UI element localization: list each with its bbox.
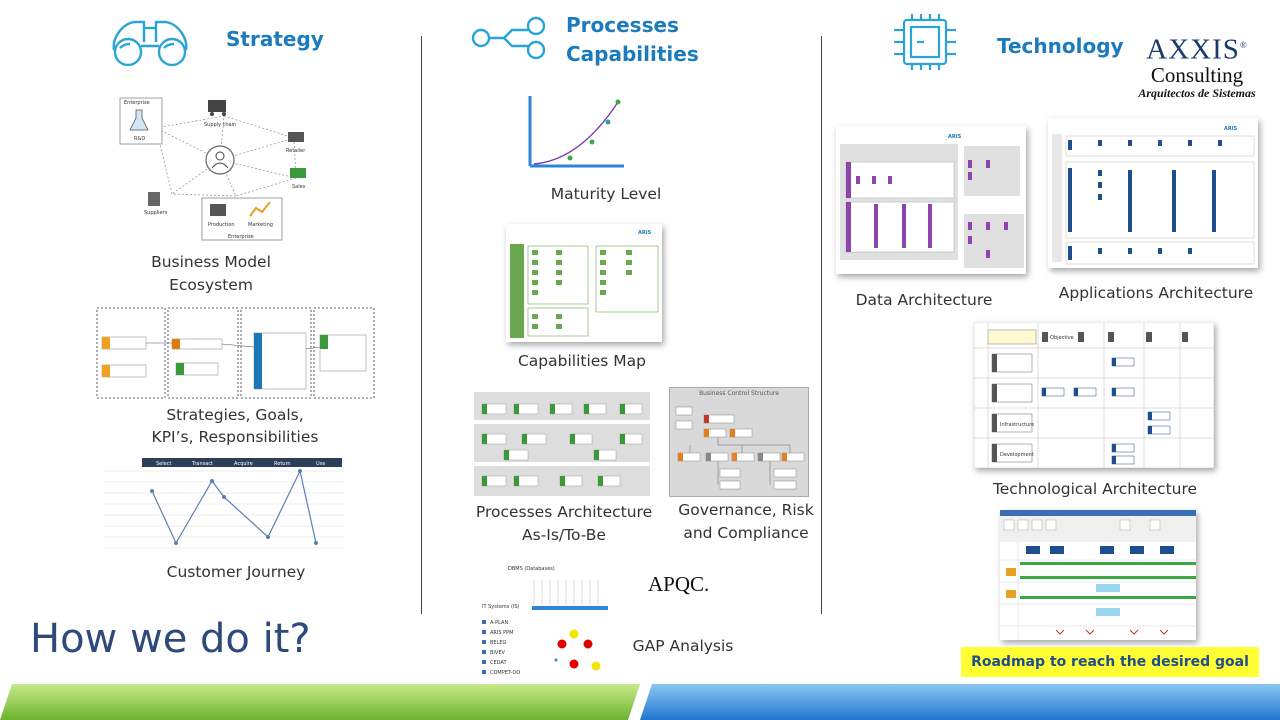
tech-arch-development: Development [1000, 452, 1034, 458]
customer-journey-caption: Customer Journey [166, 563, 306, 581]
ecosystem-label-marketing: Marketing [248, 222, 273, 228]
strategy-title: Strategy [226, 27, 324, 51]
technology-title: Technology [997, 34, 1124, 58]
applications-architecture-thumbnail: ARIS [1048, 118, 1258, 268]
ecosystem-label-sales: Sales [292, 184, 306, 190]
ecosystem-label-rd: R&D [134, 136, 145, 142]
data-architecture-thumbnail: ARIS [836, 126, 1026, 274]
journey-stage-1: Transact [191, 461, 213, 467]
page-headline: How we do it? [30, 616, 311, 662]
ecosystem-label-enterprise: Enterprise [124, 100, 150, 106]
tech-arch-objective: Objective [1050, 335, 1074, 341]
column-divider-left [421, 36, 422, 614]
journey-stages-bar [142, 458, 342, 467]
gap-row-5: COMPET-OO [490, 670, 520, 676]
journey-stage-0: Select [156, 461, 171, 467]
processes-title-line2: Capabilities [566, 42, 699, 66]
maturity-level-caption: Maturity Level [550, 185, 662, 203]
roadmap-thumbnail [1000, 510, 1196, 640]
governance-thumb-title: Business Control Structure [699, 390, 779, 397]
data-arch-aris-logo: ARIS [948, 134, 962, 140]
column-divider-right [821, 36, 822, 614]
ecosystem-label-suppliers: Suppliers [144, 210, 168, 216]
processes-architecture-thumbnail [474, 392, 650, 496]
apps-arch-aris-logo: ARIS [1224, 126, 1238, 132]
ecosystem-label-supply-chain: Supply chain [204, 122, 236, 128]
maturity-level-graphic [528, 96, 624, 168]
processes-title-line1: Processes [566, 13, 679, 37]
data-architecture-caption: Data Architecture [855, 291, 993, 309]
logo-registered: ® [1239, 40, 1248, 50]
applications-architecture-caption: Applications Architecture [1058, 284, 1254, 302]
tech-arch-infrastructure: Infrastructure [1000, 422, 1034, 428]
roadmap-label: Roadmap to reach the desired goal [961, 647, 1259, 677]
apqc-logo: APQC. [648, 572, 710, 596]
gap-row-3: BIVEV [490, 650, 505, 656]
logo-line2: Consulting [1150, 62, 1244, 87]
business-model-ecosystem-diagram: Enterprise R&D Supply chain Retailer Sal… [119, 97, 306, 241]
business-model-caption-line2: Ecosystem [169, 276, 253, 294]
ecosystem-label-production: Production [208, 222, 235, 228]
capabilities-aris-logo: ARIS [638, 230, 652, 236]
governance-caption-line1: Governance, Risk [678, 501, 814, 519]
customer-journey-thumbnail: Select Transact Acquire Return Use [104, 458, 344, 549]
capabilities-map-thumbnail: ARIS [506, 224, 662, 342]
cpu-chip-icon [894, 14, 956, 70]
gap-header-row: IT Systems (IS) [482, 604, 520, 610]
process-flow-icon [471, 16, 546, 60]
journey-stage-4: Use [316, 461, 325, 467]
journey-stage-2: Acquire [234, 461, 253, 467]
gap-analysis-thumbnail: DBMS (Databases) IT Systems (IS) A-PLAN … [482, 566, 608, 676]
logo-line3: Arquitectos de Sistemas [1138, 85, 1256, 100]
ecosystem-label-enterprise-bottom: Enterprise [228, 234, 254, 240]
journey-stage-3: Return [274, 461, 291, 467]
governance-caption-line2: and Compliance [683, 524, 809, 542]
binoculars-icon [112, 20, 188, 67]
ecosystem-label-retailer: Retailer [286, 148, 306, 154]
gap-row-1: ARIS PPM [490, 630, 513, 636]
gap-row-2: BELEG [490, 640, 507, 646]
strategies-caption-line1: Strategies, Goals, [166, 406, 304, 424]
business-model-caption-line1: Business Model [151, 253, 271, 271]
gap-analysis-caption: GAP Analysis [632, 637, 734, 655]
processes-architecture-caption-line1: Processes Architecture [475, 503, 653, 521]
governance-thumbnail: Business Control Structure [669, 387, 809, 497]
gap-header-col: DBMS (Databases) [508, 566, 555, 572]
capabilities-map-caption: Capabilities Map [517, 352, 647, 370]
strategies-caption-line2: KPI’s, Responsibilities [151, 428, 319, 446]
technological-architecture-thumbnail: Objective Infrastructure Development [974, 322, 1214, 468]
processes-architecture-caption-line2: As-Is/To-Be [522, 526, 606, 544]
gap-row-0: A-PLAN [490, 620, 508, 626]
bottom-band-blue [640, 684, 1280, 720]
gap-row-4: CEDAT [490, 660, 507, 666]
logo-line1: AXXIS [1146, 33, 1240, 66]
technological-architecture-caption: Technological Architecture [992, 480, 1198, 498]
axxis-consulting-logo: AXXIS® Consulting Arquitectos de Sistema… [1132, 30, 1262, 102]
bottom-band-green [0, 684, 640, 720]
strategies-goals-thumbnail [96, 307, 375, 399]
